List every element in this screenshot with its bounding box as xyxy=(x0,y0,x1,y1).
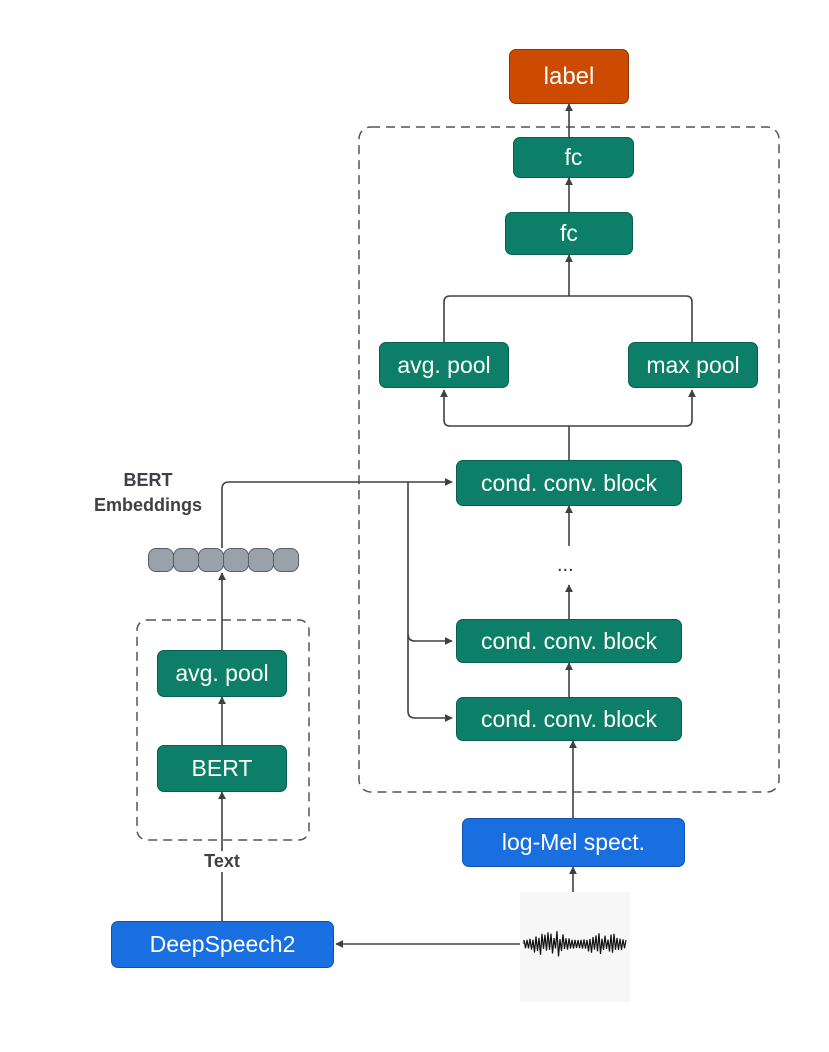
label-node: label xyxy=(509,49,629,104)
embedding-token xyxy=(273,548,299,572)
avg-pool-left-node: avg. pool xyxy=(157,650,287,697)
embedding-token xyxy=(248,548,274,572)
bert-embeddings-line1: BERT xyxy=(123,470,173,490)
edge-embeddings-to-cond-bottom xyxy=(407,634,453,722)
text-encoder-group-box xyxy=(136,619,310,841)
avg-pool-right-node: avg. pool xyxy=(379,342,509,388)
bert-node: BERT xyxy=(157,745,287,792)
text-label: Text xyxy=(192,851,252,872)
edge-split-to-avg xyxy=(440,389,569,427)
embedding-token xyxy=(173,548,199,572)
fc-bottom-node: fc xyxy=(505,212,633,255)
edge-embeddings-bus xyxy=(221,478,453,548)
max-pool-node: max pool xyxy=(628,342,758,388)
embedding-token xyxy=(148,548,174,572)
deepspeech-node: DeepSpeech2 xyxy=(111,921,334,968)
edge-embeddings-to-cond-mid xyxy=(407,482,453,645)
waveform-icon xyxy=(523,931,627,957)
edge-split-to-max xyxy=(569,389,696,427)
fc-top-node: fc xyxy=(513,137,634,178)
bert-embeddings-line2: Embeddings xyxy=(93,495,202,515)
bert-embeddings-label: BERT Embeddings xyxy=(80,468,216,518)
log-mel-node: log-Mel spect. xyxy=(462,818,685,867)
ellipsis-label: ... xyxy=(557,554,574,576)
cond-conv-block-top: cond. conv. block xyxy=(456,460,682,506)
embedding-token xyxy=(198,548,224,572)
cond-conv-block-mid: cond. conv. block xyxy=(456,619,682,663)
embedding-token xyxy=(223,548,249,572)
edge-pools-merge xyxy=(443,295,693,342)
cond-conv-block-bottom: cond. conv. block xyxy=(456,697,682,741)
